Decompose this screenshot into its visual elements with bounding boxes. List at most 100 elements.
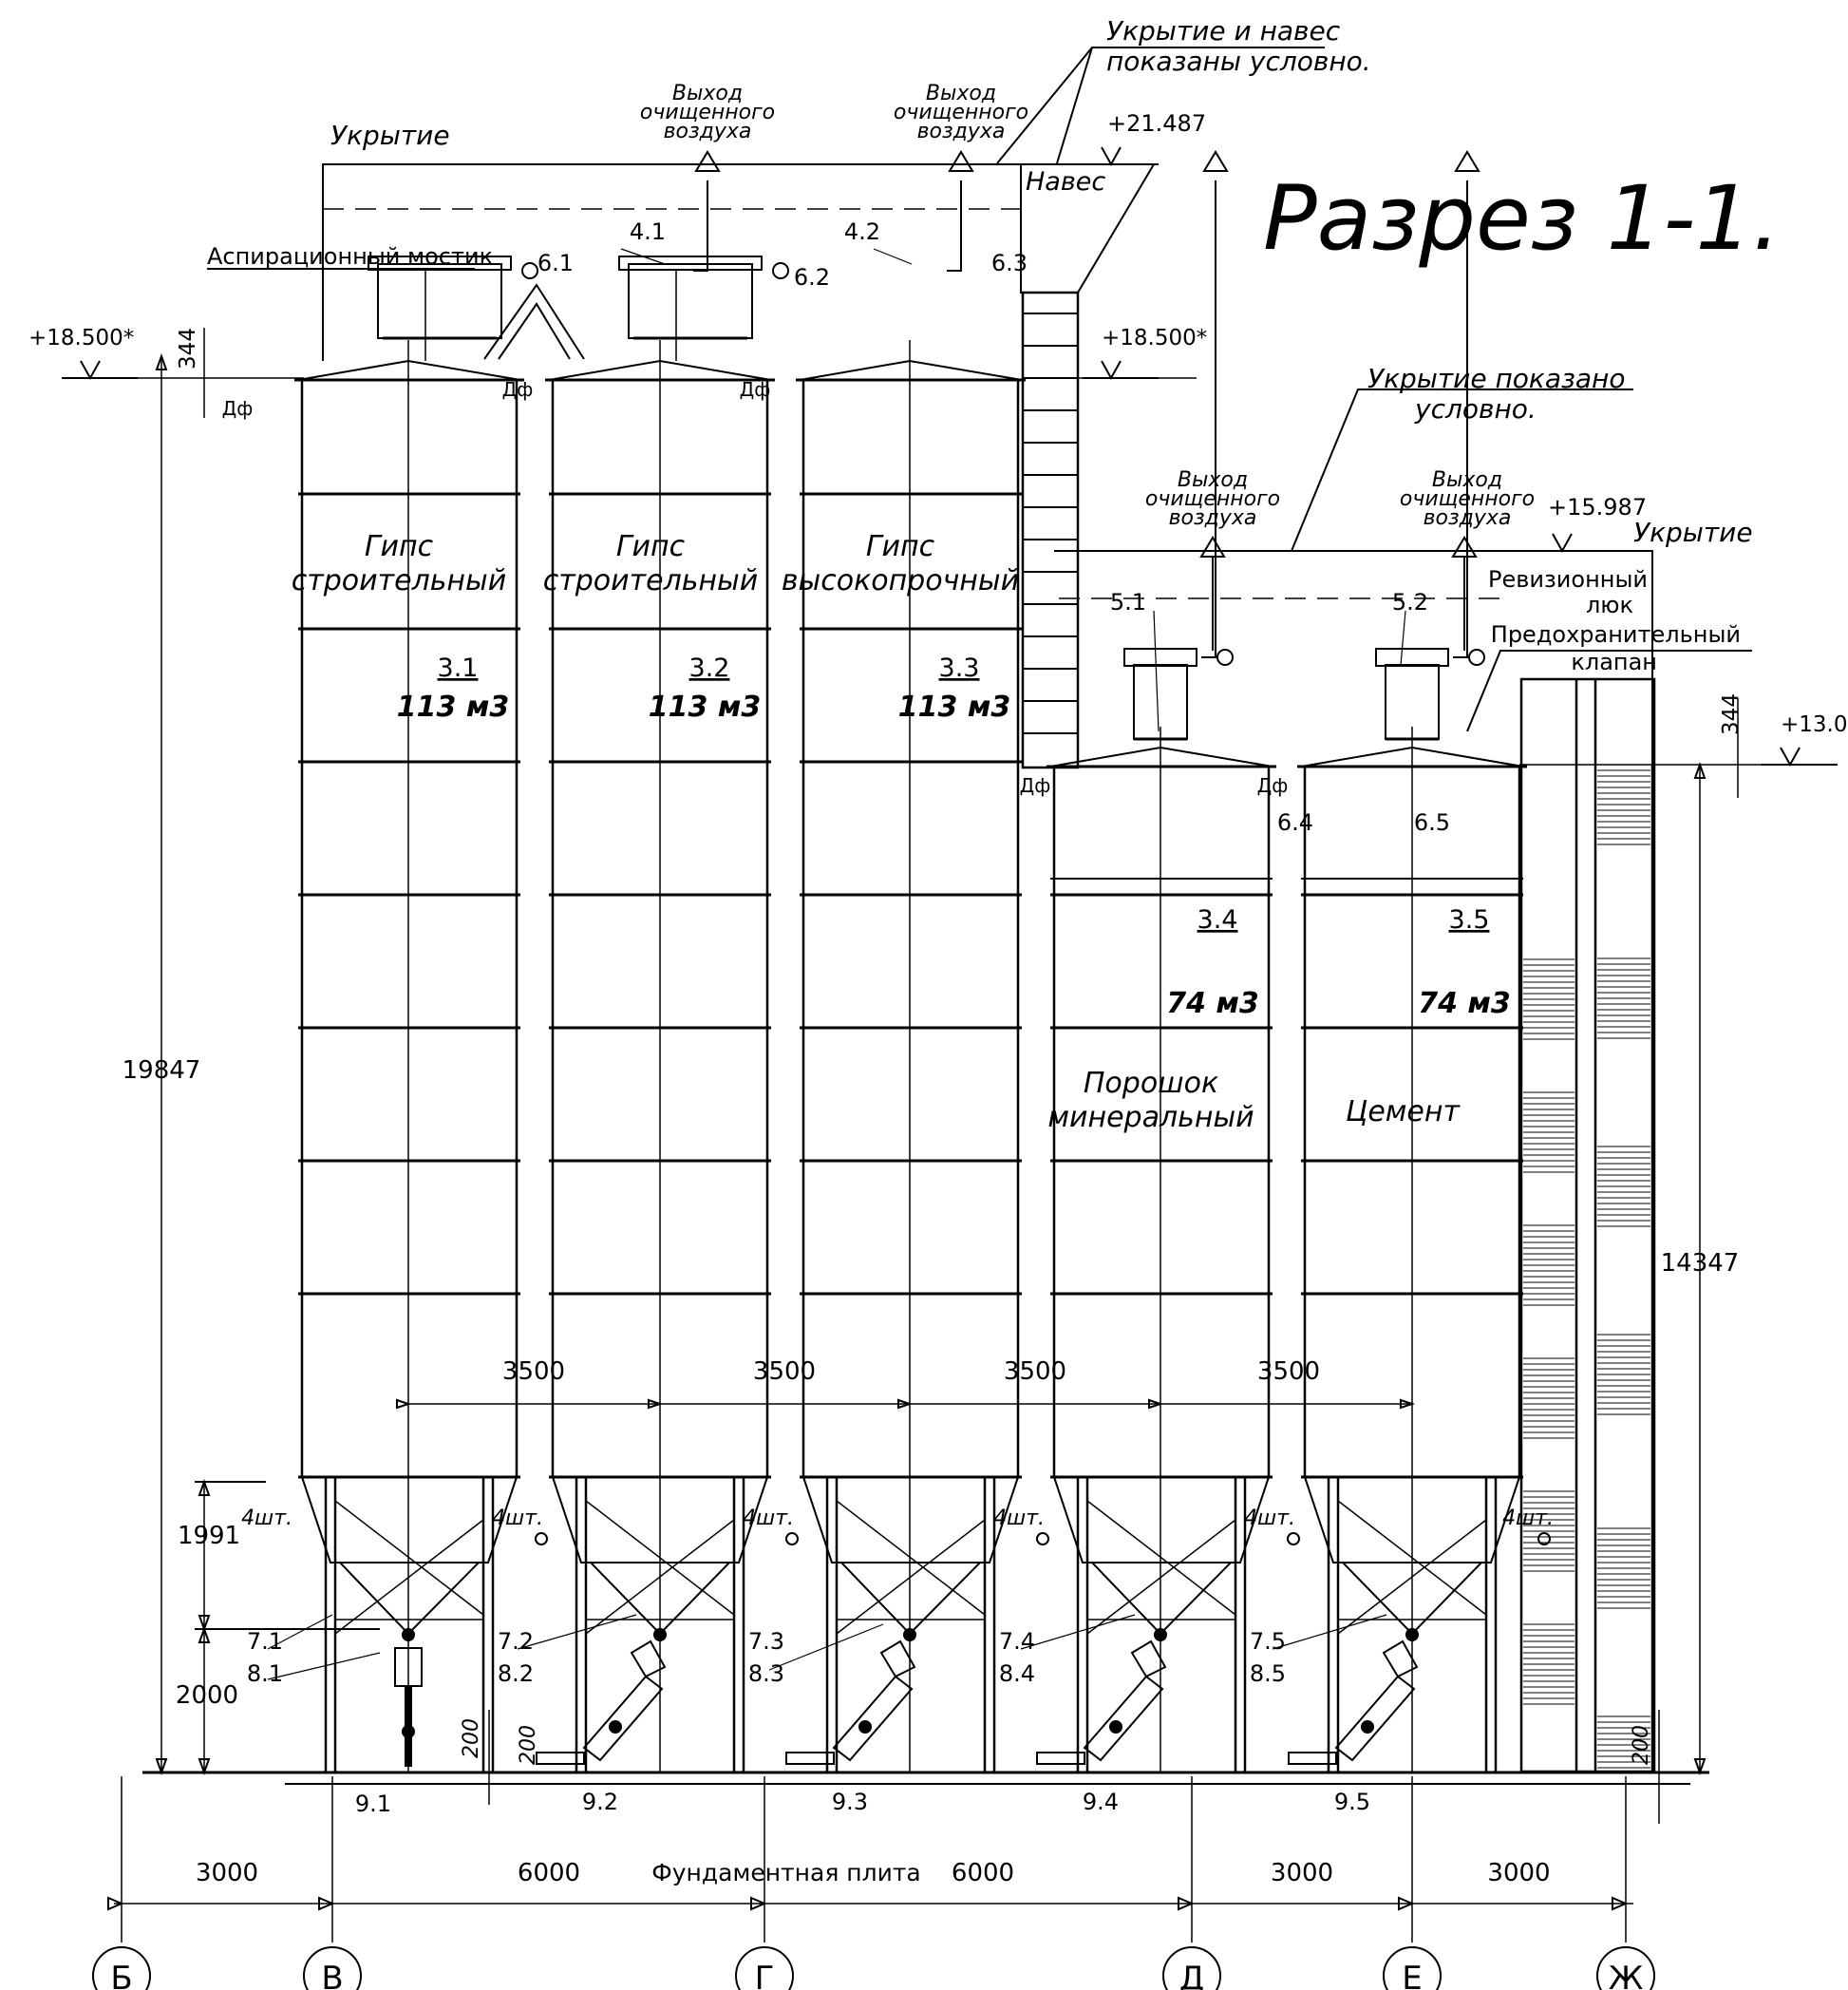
dim-roof-offset-label: 344 bbox=[176, 328, 200, 370]
leader-s-42 bbox=[873, 248, 913, 265]
dim-total-height-label: 19847 bbox=[123, 1056, 201, 1085]
note-cover-canopy-line1: Укрытие и навес bbox=[1106, 15, 1341, 47]
dim-base-offset-label-3: 200 bbox=[1630, 1725, 1653, 1765]
silo-3-hopper bbox=[840, 1562, 981, 1636]
leader-l-72 bbox=[517, 1614, 637, 1650]
silo-2-material-2: строительный bbox=[543, 564, 758, 597]
silo-5-hatch-circle bbox=[1537, 1532, 1551, 1545]
small-filter-2-lid bbox=[1375, 648, 1449, 667]
dim-spacing-tick-1 bbox=[396, 1398, 412, 1410]
silo-2-gate-label: 8.2 bbox=[498, 1660, 534, 1687]
note-cover-left: Укрытие bbox=[330, 120, 450, 151]
silo-2-hatch-circle bbox=[785, 1532, 799, 1545]
leader-l-73 bbox=[768, 1623, 884, 1671]
air-outlet-label-4-b: очищенного bbox=[1400, 487, 1535, 511]
air-outlet-label-3-a: Выход bbox=[1178, 468, 1248, 492]
air-outlet-arrow-1 bbox=[694, 150, 721, 172]
silo-1-feeder-label: 7.1 bbox=[247, 1628, 283, 1655]
elevation-silo-right: +18.500* bbox=[1102, 326, 1207, 351]
damper-label-4: Дф bbox=[1020, 774, 1051, 797]
note-foundation-slab: Фундаментная плита bbox=[651, 1859, 921, 1886]
silo-3-brace-2 bbox=[836, 1519, 986, 1635]
leader-cover-and-canopy-2 bbox=[1056, 47, 1093, 164]
silo-2-feeder-label: 7.2 bbox=[498, 1628, 534, 1655]
silo-3-gate-label: 8.3 bbox=[748, 1660, 784, 1687]
air-outlet-label-4-c: воздуха bbox=[1424, 506, 1512, 530]
dim-small-height-label: 14347 bbox=[1661, 1249, 1740, 1278]
valve-label-6-5: 6.5 bbox=[1414, 809, 1450, 836]
silo-1-cone bbox=[301, 1476, 518, 1564]
air-outlet-label-2-a: Выход bbox=[926, 82, 996, 105]
air-outlet-label-1-c: воздуха bbox=[664, 120, 752, 143]
elevation-small-roof: +15.987 bbox=[1548, 494, 1647, 521]
dim-roof-offset-small-label: 344 bbox=[1719, 693, 1744, 735]
air-outlet-label-1-b: очищенного bbox=[640, 101, 775, 124]
silo-5-qty: 4шт. bbox=[1244, 1507, 1295, 1530]
damper-label-5: Дф bbox=[1257, 774, 1289, 797]
aspiration-bridge-inner bbox=[498, 302, 571, 360]
silo-4-material-1: Порошок bbox=[1084, 1067, 1218, 1100]
damper-label-3: Дф bbox=[740, 378, 771, 401]
air-outlet-label-4-a: Выход bbox=[1432, 468, 1502, 492]
valve-label-6-3: 6.3 bbox=[991, 250, 1028, 276]
dim-spacing-tick-5 bbox=[1400, 1398, 1416, 1410]
silo-1-roof bbox=[297, 359, 521, 381]
silo-5-brace-2 bbox=[1337, 1519, 1487, 1635]
dim-total-height-arrow-top bbox=[155, 353, 168, 370]
silo-4-conveyor-foot bbox=[1036, 1752, 1085, 1765]
silo-2-conveyor-foot bbox=[536, 1752, 585, 1765]
silo-5-gate bbox=[1382, 1639, 1419, 1678]
axis-arrow-5 bbox=[1398, 1896, 1415, 1911]
silo-5-feeder-label: 7.5 bbox=[1250, 1628, 1286, 1655]
staircase-frame bbox=[1519, 677, 1656, 1773]
silo-5-volume: 74 м3 bbox=[1418, 987, 1511, 1020]
axis-label-5: Е bbox=[1402, 1960, 1422, 1990]
dim-silo-spacing-label-2: 3500 bbox=[753, 1357, 816, 1386]
leader-s-52 bbox=[1400, 610, 1406, 666]
silo-3-conveyor-label: 9.3 bbox=[832, 1789, 868, 1815]
silo-3-conveyor-foot bbox=[785, 1752, 835, 1765]
dim-small-height-arrow-top bbox=[1693, 762, 1707, 779]
silo-1-volume: 113 м3 bbox=[397, 691, 509, 724]
silo-4-id: 3.4 bbox=[1197, 905, 1238, 935]
silo-5-material-1: Цемент bbox=[1346, 1095, 1461, 1128]
axis-arrow-6 bbox=[1612, 1896, 1629, 1911]
small-filter-2-fan bbox=[1468, 649, 1485, 666]
filter-label-4-2: 4.2 bbox=[844, 218, 880, 245]
silo-5-id: 3.5 bbox=[1449, 905, 1490, 935]
silo-5-gate-label: 8.5 bbox=[1250, 1660, 1286, 1687]
silo-4-brace-2 bbox=[1086, 1519, 1236, 1635]
air-outlet-label-3-c: воздуха bbox=[1169, 506, 1257, 530]
silo-5-brace-1 bbox=[1337, 1500, 1487, 1616]
silo-2-gate bbox=[630, 1639, 667, 1678]
leader-safety-valve bbox=[1466, 650, 1752, 732]
elev-mark-small-roof-tick bbox=[1552, 533, 1573, 554]
dim-silo-spacing-label-3: 3500 bbox=[1004, 1357, 1066, 1386]
note-aspiration-bridge: Аспирационный мостик bbox=[207, 243, 493, 270]
axis-arrow-1 bbox=[107, 1896, 124, 1911]
air-outlet-pipe-2 bbox=[947, 180, 962, 272]
filter-b-housing bbox=[628, 263, 753, 339]
air-outlet-label-3-b: очищенного bbox=[1145, 487, 1280, 511]
leader-cover-shown bbox=[1291, 389, 1633, 552]
silo-1-qty: 4шт. bbox=[241, 1507, 292, 1530]
dim-base-offset-label-1: 200 bbox=[460, 1718, 483, 1758]
axis-span-label-1: 3000 bbox=[196, 1859, 258, 1887]
air-outlet-arrow-3 bbox=[1202, 150, 1229, 172]
drawing-title: Разрез 1-1. bbox=[1263, 167, 1781, 271]
silo-4-volume: 74 м3 bbox=[1166, 987, 1259, 1020]
silo-3-gate bbox=[879, 1639, 916, 1678]
silo-1-hatch-circle bbox=[535, 1532, 548, 1545]
axis-span-label-5: 3000 bbox=[1487, 1859, 1550, 1887]
elevation-silo-left: +18.500* bbox=[28, 326, 134, 351]
leader-s-41 bbox=[620, 248, 666, 265]
axis-label-3: Г bbox=[755, 1960, 775, 1990]
silo-4-roof bbox=[1049, 746, 1273, 768]
valve-label-6-1: 6.1 bbox=[537, 250, 574, 276]
note-cover-right: Укрытие bbox=[1633, 517, 1753, 548]
silo-2-volume: 113 м3 bbox=[649, 691, 761, 724]
air-outlet-arrow-4 bbox=[1454, 150, 1480, 172]
silo-3-material-1: Гипс bbox=[866, 530, 935, 563]
air-outlet-label-1-a: Выход bbox=[672, 82, 743, 105]
